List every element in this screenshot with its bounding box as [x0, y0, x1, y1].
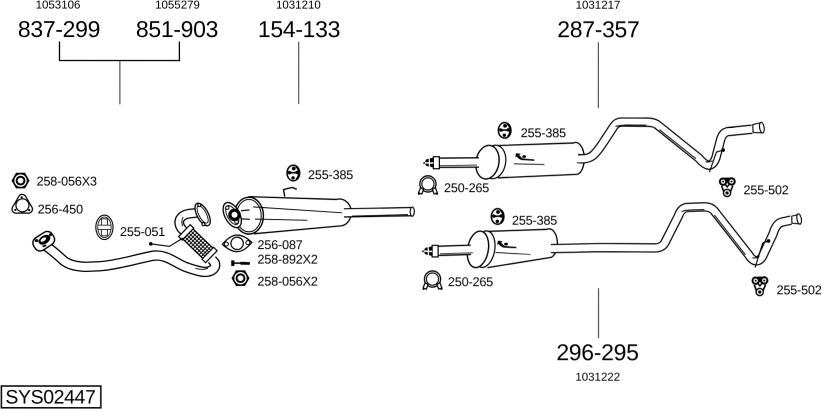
svg-text:255-385: 255-385: [308, 168, 353, 182]
svg-text:SYS02447: SYS02447: [5, 386, 95, 408]
svg-text:1031210: 1031210: [276, 0, 321, 12]
svg-text:250-265: 250-265: [444, 181, 489, 195]
svg-text:851-903: 851-903: [136, 16, 218, 42]
svg-text:1053106: 1053106: [36, 0, 81, 12]
svg-text:258-056X2: 258-056X2: [257, 275, 317, 289]
svg-text:255-502: 255-502: [776, 283, 821, 297]
svg-text:258-056X3: 258-056X3: [37, 175, 97, 189]
svg-text:255-051: 255-051: [120, 225, 165, 239]
svg-text:255-502: 255-502: [743, 183, 788, 197]
svg-text:256-450: 256-450: [38, 203, 83, 217]
svg-text:154-133: 154-133: [258, 16, 340, 42]
svg-text:1031217: 1031217: [576, 0, 621, 12]
svg-text:837-299: 837-299: [18, 16, 100, 42]
svg-text:250-265: 250-265: [448, 275, 493, 289]
svg-text:287-357: 287-357: [557, 16, 639, 42]
svg-text:258-892X2: 258-892X2: [257, 253, 317, 267]
svg-text:256-087: 256-087: [257, 238, 302, 252]
svg-text:296-295: 296-295: [556, 339, 638, 365]
svg-text:1031222: 1031222: [575, 372, 620, 384]
svg-text:1055279: 1055279: [155, 0, 200, 12]
svg-text:255-385: 255-385: [512, 214, 557, 228]
svg-text:255-385: 255-385: [521, 126, 566, 140]
